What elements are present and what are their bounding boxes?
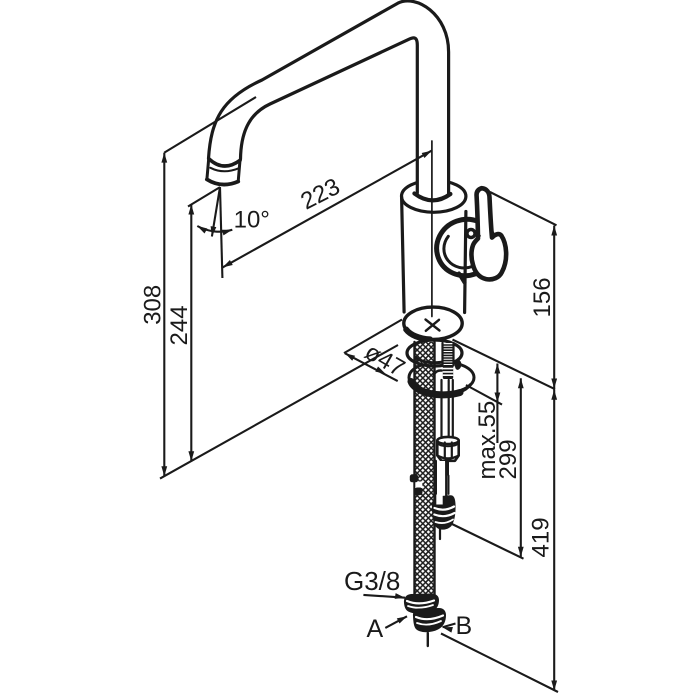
svg-text:156: 156: [529, 277, 556, 317]
svg-text:A: A: [367, 615, 384, 643]
svg-text:299: 299: [495, 439, 522, 479]
svg-text:244: 244: [166, 305, 193, 345]
svg-text:max.55: max.55: [474, 401, 501, 480]
svg-text:10°: 10°: [234, 207, 270, 234]
svg-text:308: 308: [140, 285, 167, 325]
svg-text:G3/8: G3/8: [344, 566, 400, 596]
svg-text:B: B: [456, 612, 473, 640]
svg-text:419: 419: [528, 517, 555, 557]
